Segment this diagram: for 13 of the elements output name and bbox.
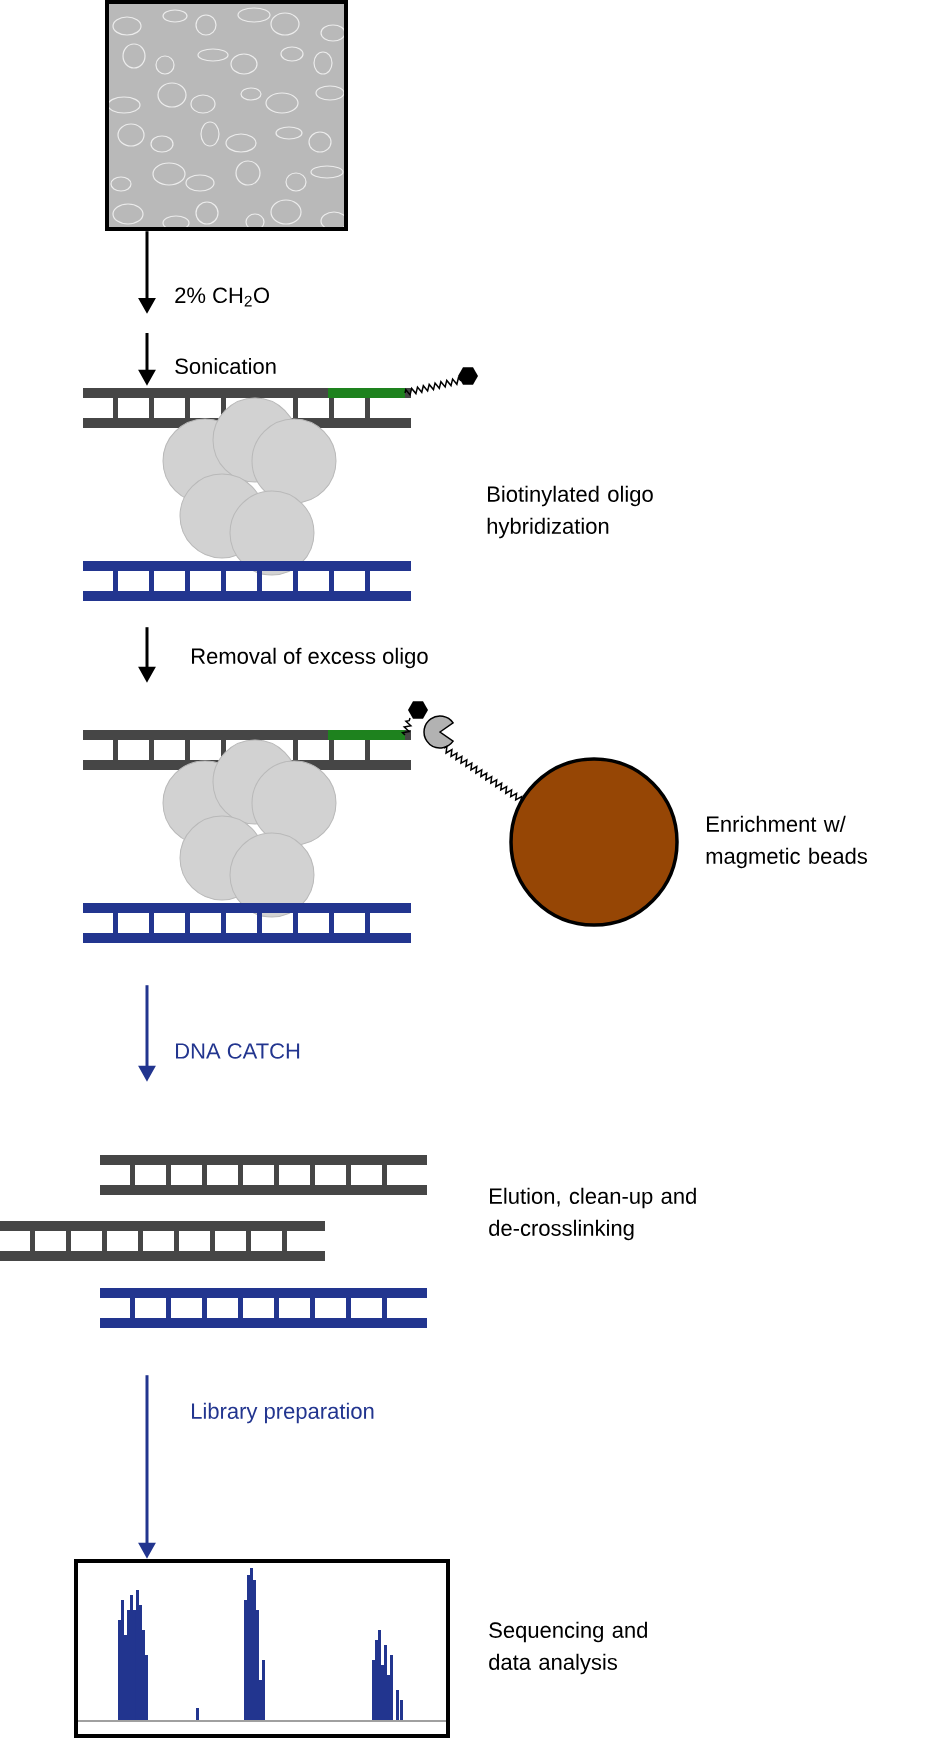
edge-label: Removal of excess oligo	[192, 647, 428, 669]
edge-label: 2% CH$_{2}$O	[175, 287, 269, 307]
edge-label: Sonication	[175, 357, 276, 375]
sequencing-peaks-drawing	[74, 1559, 450, 1738]
step-label: Enrichment w/ magmetic beads	[706, 815, 867, 869]
edge-label: Library preparation	[192, 1402, 374, 1424]
step-label: Biotinylated oligo hybridization	[487, 485, 653, 539]
step-label: Elution, clean-up and de-crosslinking	[489, 1187, 696, 1241]
dna-fragments-drawing	[0, 1155, 427, 1328]
edge-label: DNA CATCH	[176, 1043, 300, 1059]
cell-micrograph-drawing	[105, 0, 348, 231]
bead-capture-drawing	[83, 701, 679, 943]
step-label: Sequencing and data analysis	[489, 1621, 647, 1675]
